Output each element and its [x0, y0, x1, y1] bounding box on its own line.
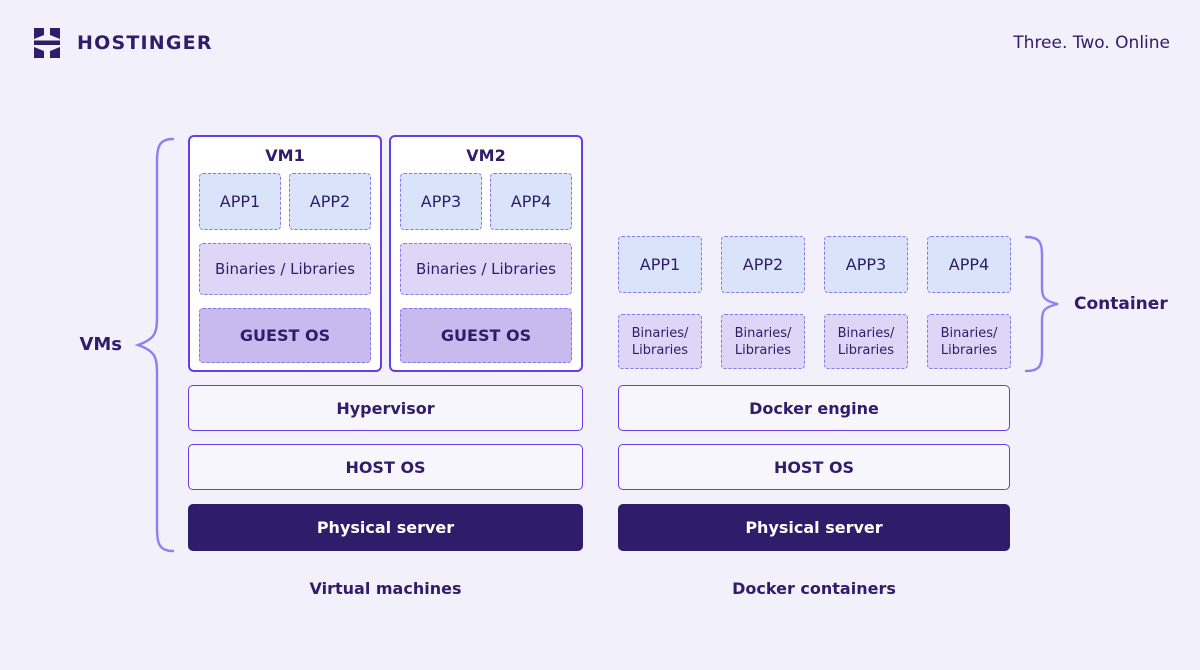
container-binaries-box: Binaries/Libraries: [824, 314, 908, 369]
container-brace: [1024, 235, 1059, 373]
vm-host-os-layer: HOST OS: [188, 444, 583, 490]
vm2-binaries-box: Binaries / Libraries: [400, 243, 572, 295]
docker-containers-caption: Docker containers: [732, 579, 896, 598]
vm2-apps-row: APP3 APP4: [400, 173, 572, 230]
binaries-text: Binaries/Libraries: [631, 325, 689, 358]
container-app2-box: APP2: [721, 236, 805, 293]
tagline: Three. Two. Online: [1013, 33, 1170, 53]
vms-brace: [134, 137, 175, 553]
vm2-box: VM2 APP3 APP4 Binaries / Libraries GUEST…: [389, 135, 583, 372]
container-app4-box: APP4: [927, 236, 1011, 293]
vm1-app2-box: APP2: [289, 173, 371, 230]
vm1-guest-os-box: GUEST OS: [199, 308, 371, 363]
binaries-text: Binaries/Libraries: [837, 325, 895, 358]
vm2-title: VM2: [466, 146, 506, 165]
vm1-apps-row: APP1 APP2: [199, 173, 371, 230]
vm1-title: VM1: [265, 146, 305, 165]
container-brace-label: Container: [1074, 294, 1168, 314]
vm2-app3-box: APP3: [400, 173, 482, 230]
brand-name: HOSTINGER: [77, 32, 213, 54]
docker-engine-layer: Docker engine: [618, 385, 1010, 431]
hostinger-h-icon: [34, 28, 60, 58]
binaries-text: Binaries/Libraries: [940, 325, 998, 358]
container-binaries-box: Binaries/Libraries: [618, 314, 702, 369]
vm1-app1-box: APP1: [199, 173, 281, 230]
vm1-box: VM1 APP1 APP2 Binaries / Libraries GUEST…: [188, 135, 382, 372]
vm-physical-server-layer: Physical server: [188, 504, 583, 551]
virtual-machines-caption: Virtual machines: [309, 579, 462, 598]
vm2-guest-os-box: GUEST OS: [400, 308, 572, 363]
vm1-binaries-box: Binaries / Libraries: [199, 243, 371, 295]
hostinger-logo: HOSTINGER: [30, 26, 213, 60]
binaries-text: Binaries/Libraries: [734, 325, 792, 358]
docker-host-os-layer: HOST OS: [618, 444, 1010, 490]
container-app1-box: APP1: [618, 236, 702, 293]
hypervisor-layer: Hypervisor: [188, 385, 583, 431]
docker-physical-server-layer: Physical server: [618, 504, 1010, 551]
vm2-app4-box: APP4: [490, 173, 572, 230]
container-app3-box: APP3: [824, 236, 908, 293]
container-binaries-box: Binaries/Libraries: [927, 314, 1011, 369]
container-binaries-box: Binaries/Libraries: [721, 314, 805, 369]
vms-brace-label: VMs: [79, 334, 122, 355]
